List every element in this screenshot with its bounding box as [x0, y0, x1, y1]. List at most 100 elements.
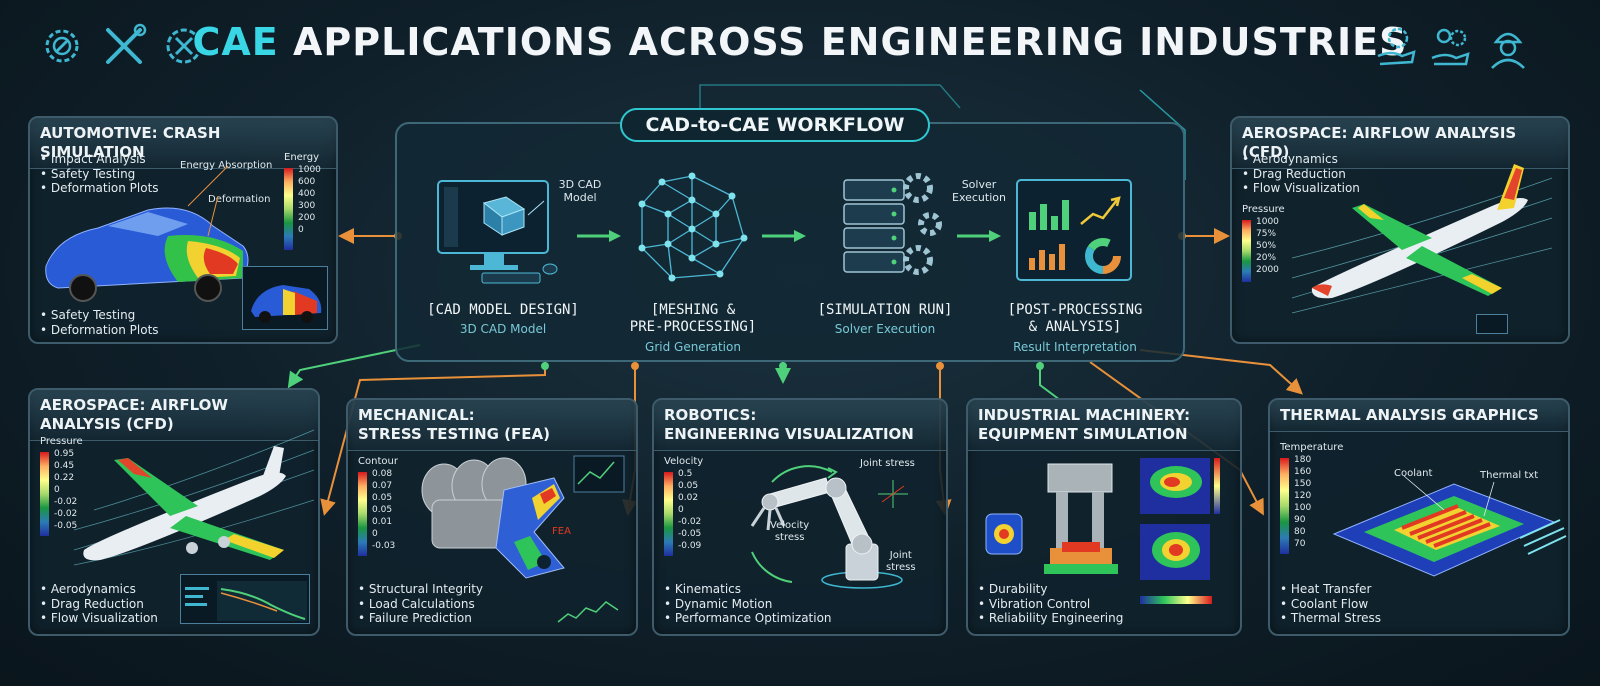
list-item: Coolant Flow — [1280, 597, 1381, 612]
list-item: Failure Prediction — [358, 611, 483, 626]
airflow-chart-thumbnail — [180, 574, 310, 624]
robot-arm-illustration — [750, 465, 908, 589]
step2-sublabel: Grid Generation — [645, 340, 741, 354]
panel-thermal: THERMAL ANALYSIS GRAPHICS Temperature 18… — [1268, 398, 1570, 636]
bullet-list: Structural Integrity Load Calculations F… — [358, 582, 483, 626]
hand-gears-icon — [1426, 22, 1474, 70]
workflow-title: CAD-to-CAE WORKFLOW — [620, 108, 930, 142]
arrow-icon — [577, 230, 621, 242]
list-item: Impact Analysis — [40, 152, 159, 167]
crash-thumbnail — [242, 266, 328, 330]
callout-deformation: Deformation — [208, 194, 271, 205]
cad-monitor-icon — [437, 180, 558, 284]
list-item: Aerodynamics — [40, 582, 158, 597]
panel-title: INDUSTRIAL MACHINERY:EQUIPMENT SIMULATIO… — [968, 400, 1240, 451]
panel-title: MECHANICAL:STRESS TESTING (FEA) — [348, 400, 636, 451]
bullet-list-top: Impact Analysis Safety Testing Deformati… — [40, 152, 159, 196]
scale-title: Pressure — [1242, 204, 1285, 215]
arrow-icon — [762, 230, 806, 242]
panel-aerospace-bottom: AEROSPACE: AIRFLOW ANALYSIS (CFD) Pressu… — [28, 388, 320, 636]
step3-sublabel: Solver Execution — [834, 322, 936, 336]
title-accent: CAE — [192, 20, 279, 64]
bullet-list: Aerodynamics Drag Reduction Flow Visuali… — [40, 582, 158, 626]
list-item: Aerodynamics — [1242, 152, 1360, 167]
bullet-list-bottom: Safety Testing Deformation Plots — [40, 308, 159, 337]
scale-title: Velocity — [664, 456, 704, 467]
airplane-illustration — [1291, 164, 1553, 314]
airplane-illustration — [73, 429, 315, 566]
panel-aerospace-top: AEROSPACE: AIRFLOW ANALYSIS (CFD) Aerody… — [1230, 116, 1570, 344]
list-item: Drag Reduction — [1242, 167, 1360, 182]
gear-wrench-icon — [38, 22, 86, 70]
list-item: Drag Reduction — [40, 597, 158, 612]
arrow-icon — [957, 230, 1001, 242]
bullet-list: Aerodynamics Drag Reduction Flow Visuali… — [1242, 152, 1360, 196]
hand-gear-icon — [1372, 22, 1420, 70]
panel-industrial: INDUSTRIAL MACHINERY:EQUIPMENT SIMULATIO… — [966, 398, 1242, 636]
title-rest: APPLICATIONS ACROSS ENGINEERING INDUSTRI… — [278, 20, 1408, 64]
fea-part-illustration — [421, 455, 625, 579]
callout-thermal-txt: Thermal txt — [1480, 470, 1539, 481]
color-scale — [1242, 220, 1251, 282]
panel-title: THERMAL ANALYSIS GRAPHICS — [1270, 400, 1568, 432]
step1-label: [CAD MODEL DESIGN] — [427, 302, 579, 318]
color-scale — [1280, 458, 1289, 554]
engineer-icon — [1484, 22, 1532, 70]
crossed-tools-icon — [100, 22, 148, 70]
list-item: Deformation Plots — [40, 323, 159, 338]
step1-sublabel: 3D CAD Model — [459, 322, 547, 336]
color-scale — [358, 472, 367, 556]
color-scale — [284, 168, 293, 250]
step2-label: [MESHING &PRE-PROCESSING] — [629, 302, 757, 335]
mesh-network-icon — [638, 172, 748, 282]
list-item: Flow Visualization — [1242, 181, 1360, 196]
scale-title: Contour — [358, 456, 398, 467]
step4-label: [POST-PROCESSING& ANALYSIS] — [1007, 302, 1143, 335]
list-item: Reliability Engineering — [978, 611, 1123, 626]
panel-mechanical-fea: MECHANICAL:STRESS TESTING (FEA) Contour … — [346, 398, 638, 636]
server-gears-icon — [843, 173, 942, 275]
list-item: Performance Optimization — [664, 611, 832, 626]
step3-label: [SIMULATION RUN] — [817, 302, 953, 318]
list-item: Vibration Control — [978, 597, 1123, 612]
list-item: Deformation Plots — [40, 181, 159, 196]
panel-automotive-crash: AUTOMOTIVE: CRASH SIMULATION Impact Anal… — [28, 116, 338, 344]
list-item: Safety Testing — [40, 167, 159, 182]
scale-title: Pressure — [40, 436, 83, 447]
mini-line-chart — [557, 601, 619, 623]
horizontal-color-scale — [1140, 596, 1212, 604]
panel-title: AEROSPACE: AIRFLOW ANALYSIS (CFD) — [30, 390, 318, 441]
scale-title: Energy — [284, 152, 320, 163]
panel-title: ROBOTICS:ENGINEERING VISUALIZATION — [654, 400, 946, 451]
list-item: Structural Integrity — [358, 582, 483, 597]
machinery-illustration — [985, 458, 1220, 580]
scale-title: Temperature — [1280, 442, 1344, 453]
mini-chart — [1476, 314, 1508, 334]
list-item: Heat Transfer — [1280, 582, 1381, 597]
callout-fea: FEA — [552, 526, 571, 537]
color-scale — [664, 472, 673, 556]
list-item: Flow Visualization — [40, 611, 158, 626]
bullet-list: Durability Vibration Control Reliability… — [978, 582, 1123, 626]
heatsink-illustration — [1332, 475, 1567, 577]
list-item: Durability — [978, 582, 1123, 597]
analytics-dashboard-icon — [1016, 179, 1132, 281]
list-item: Load Calculations — [358, 597, 483, 612]
list-item: Thermal Stress — [1280, 611, 1381, 626]
list-item: Dynamic Motion — [664, 597, 832, 612]
panel-robotics: ROBOTICS:ENGINEERING VISUALIZATION Veloc… — [652, 398, 948, 636]
callout-energy-absorption: Energy Absorption — [180, 160, 273, 171]
step4-sublabel: Result Interpretation — [1013, 340, 1137, 354]
bullet-list: Heat Transfer Coolant Flow Thermal Stres… — [1280, 582, 1381, 626]
list-item: Safety Testing — [40, 308, 159, 323]
bullet-list: Kinematics Dynamic Motion Performance Op… — [664, 582, 832, 626]
